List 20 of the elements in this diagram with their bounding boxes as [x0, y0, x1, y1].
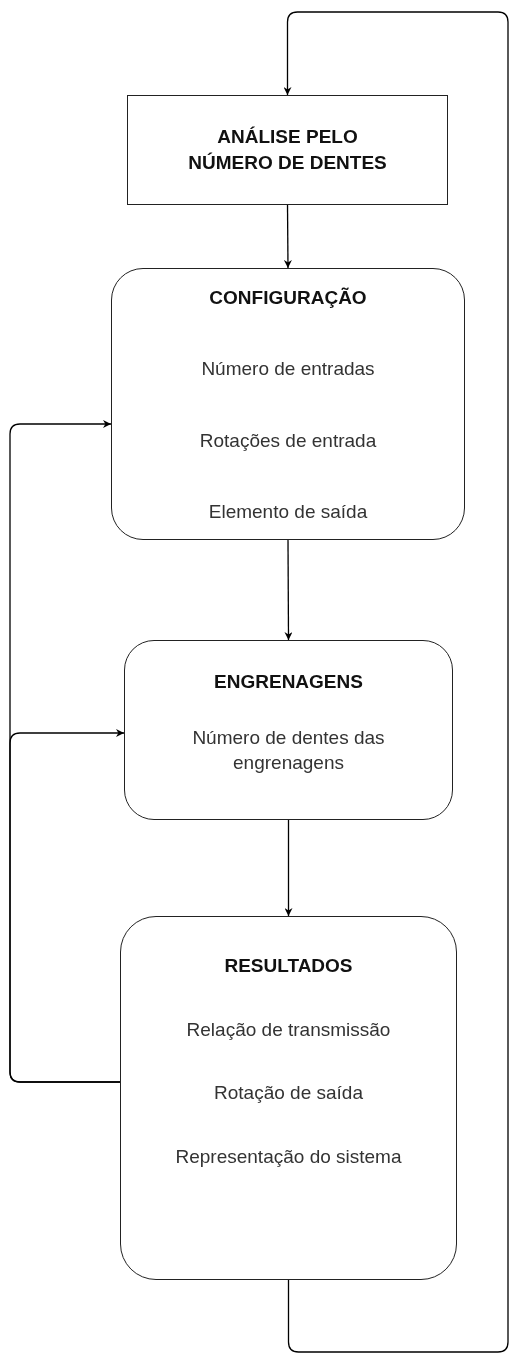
- box-text: Rotações de entrada: [198, 428, 378, 453]
- rounded-process-box: [120, 916, 457, 1280]
- box-heading: CONFIGURAÇÃO: [209, 286, 367, 310]
- box-heading: RESULTADOS: [224, 954, 353, 978]
- connector-arrow: [284, 819, 293, 917]
- process-box: [127, 95, 448, 205]
- box-heading: ANÁLISE PELO NÚMERO DE DENTES: [187, 125, 388, 175]
- rounded-process-box: [124, 640, 453, 820]
- box-text: Elemento de saída: [207, 500, 369, 525]
- box-text: Representação do sistema: [174, 1144, 403, 1169]
- box-text: Número de dentes das engrenagens: [191, 725, 386, 776]
- connector-arrow: [284, 539, 293, 641]
- connector-arrow: [283, 204, 292, 269]
- box-heading: ENGRENAGENS: [214, 670, 363, 694]
- connector-arrow: [9, 729, 125, 1083]
- box-text: Número de entradas: [200, 357, 376, 382]
- rounded-process-box: [111, 268, 465, 540]
- connector-arrow: [283, 11, 509, 1353]
- box-text: Relação de transmissão: [185, 1017, 392, 1042]
- box-text: Rotação de saída: [213, 1081, 364, 1106]
